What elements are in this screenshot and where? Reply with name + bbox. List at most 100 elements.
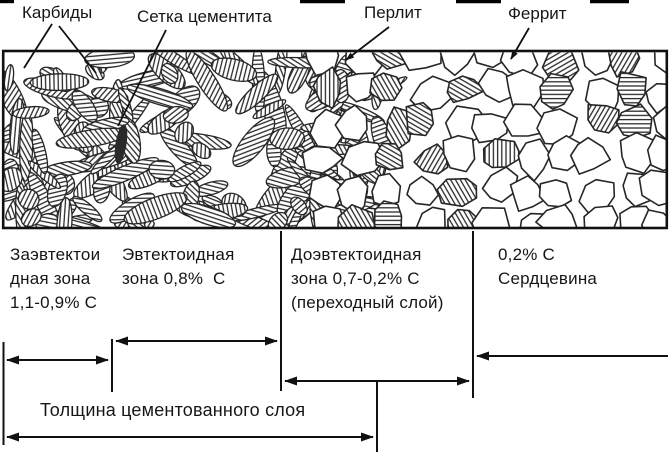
zone-label-line: зона 0,7-0,2% С <box>291 269 420 288</box>
ferrite-grain <box>645 82 666 115</box>
ferrite-grain <box>470 113 510 144</box>
zone-label-eutectoid: Эвтектоидная зона 0,8% С <box>122 243 234 291</box>
texture-blob <box>174 121 195 144</box>
texture-blob <box>56 197 73 227</box>
label-cementite-network: Сетка цементита <box>137 7 272 26</box>
ferrite-grain <box>442 134 476 173</box>
ferrite-grain <box>578 178 616 215</box>
ferrite-grain <box>569 136 612 175</box>
texture-blob <box>123 192 188 225</box>
pearlite-leader-arrow <box>345 26 390 61</box>
texture-blob <box>4 167 23 193</box>
texture-blob <box>148 159 176 180</box>
micrograph-frame <box>1 49 669 230</box>
ferrite-grain <box>535 203 578 227</box>
texture-blob <box>180 202 237 227</box>
texture-blob <box>160 62 179 85</box>
ferrite-grain <box>646 134 666 172</box>
ferrite-grain <box>581 52 615 76</box>
ferrite-grain <box>337 204 376 227</box>
zone-label-line: 1,1-0,9% С <box>10 293 98 312</box>
texture-blob <box>20 208 42 227</box>
ferrite-grain <box>413 143 449 175</box>
texture-blob <box>12 105 50 119</box>
ferrite-grain <box>369 72 403 102</box>
ferrite-grain <box>373 200 403 227</box>
ferrite-grain <box>539 72 575 110</box>
ferrite-grain <box>619 131 656 175</box>
ferrite-grain <box>398 52 442 72</box>
ferrite-grain <box>446 75 486 104</box>
texture-blob <box>232 116 276 168</box>
cementite-streak <box>114 124 128 164</box>
ferrite-grain <box>517 138 552 182</box>
texture-blob <box>235 73 279 115</box>
texture-blob <box>31 128 49 175</box>
ferrite-grain <box>374 142 404 171</box>
ferrite-grain <box>583 205 619 227</box>
ferrite-grain <box>547 135 581 172</box>
texture-blob <box>126 83 194 110</box>
ferrite-grain <box>336 175 369 217</box>
zone-label-line: дная зона <box>10 269 91 288</box>
ferrite-grain <box>587 103 620 134</box>
texture-blob <box>269 127 306 151</box>
label-pearlite: Перлит <box>364 3 422 22</box>
texture-blob <box>84 52 136 69</box>
zone-label-line: (переходный слой) <box>291 293 444 312</box>
leader-lines <box>23 23 530 127</box>
zone-label-line: Эвтектоидная <box>122 245 235 264</box>
ferrite-grain <box>334 104 368 142</box>
label-case-thickness: Толщина цементованного слоя <box>40 400 306 420</box>
texture-blob <box>72 195 103 223</box>
ferrite-grain <box>471 207 511 227</box>
texture-blob <box>210 57 258 82</box>
texture-blob <box>252 99 287 120</box>
ferrite-grain <box>481 166 519 203</box>
label-ferrite: Феррит <box>508 4 567 23</box>
zone-label-line: зона 0,8% С <box>122 269 226 288</box>
dimension-arrows <box>6 336 668 442</box>
ferrite-grain <box>538 179 573 208</box>
cementite-network-leader-line <box>117 29 167 127</box>
ferrite-grain <box>640 209 666 227</box>
texture-blob <box>289 196 308 216</box>
ferrite-leader-arrow <box>510 27 530 60</box>
ferrite-grain <box>653 52 666 74</box>
zone-label-line: Сердцевина <box>498 269 598 288</box>
zone-label-line: Заэвтектои <box>10 245 101 264</box>
carbides-leader-line-1 <box>23 23 53 69</box>
ferrite-grain <box>436 177 478 208</box>
zone-label-hypoeutectoid: Доэвтектоидная зона 0,7-0,2% С (переходн… <box>291 243 444 315</box>
texture-blob <box>29 73 90 92</box>
texture-blob <box>168 161 202 183</box>
ferrite-grain-texture <box>301 52 666 227</box>
ferrite-grain <box>312 66 342 110</box>
ferrite-grain <box>652 105 666 140</box>
zone-label-hypereutectoid: Заэвтектои дная зона 1,1-0,9% С <box>10 243 100 315</box>
ferrite-grain <box>415 206 446 227</box>
texture-blob <box>17 188 40 210</box>
texture-blob <box>4 64 15 92</box>
micrograph-band <box>4 52 666 227</box>
ferrite-grain <box>505 69 545 109</box>
ferrite-grain <box>405 101 435 137</box>
ferrite-grain <box>616 71 647 107</box>
ferrite-grain <box>301 145 344 174</box>
ferrite-grain <box>406 175 440 206</box>
texture-blob <box>191 142 212 160</box>
texture-blob <box>185 52 229 112</box>
ferrite-grain <box>638 169 666 207</box>
zone-boundary-lines <box>2 231 474 452</box>
ferrite-grain <box>607 52 641 78</box>
label-carbides: Карбиды <box>22 3 93 22</box>
texture-blob <box>91 157 160 190</box>
ferrite-grain <box>482 138 523 169</box>
zone-label-line: 0,2% С <box>498 245 555 264</box>
zone-label-line: Доэвтектоидная <box>291 245 422 264</box>
carbides-leader-line-2 <box>58 25 97 74</box>
ferrite-grain <box>615 103 653 139</box>
texture-blob <box>162 105 189 124</box>
